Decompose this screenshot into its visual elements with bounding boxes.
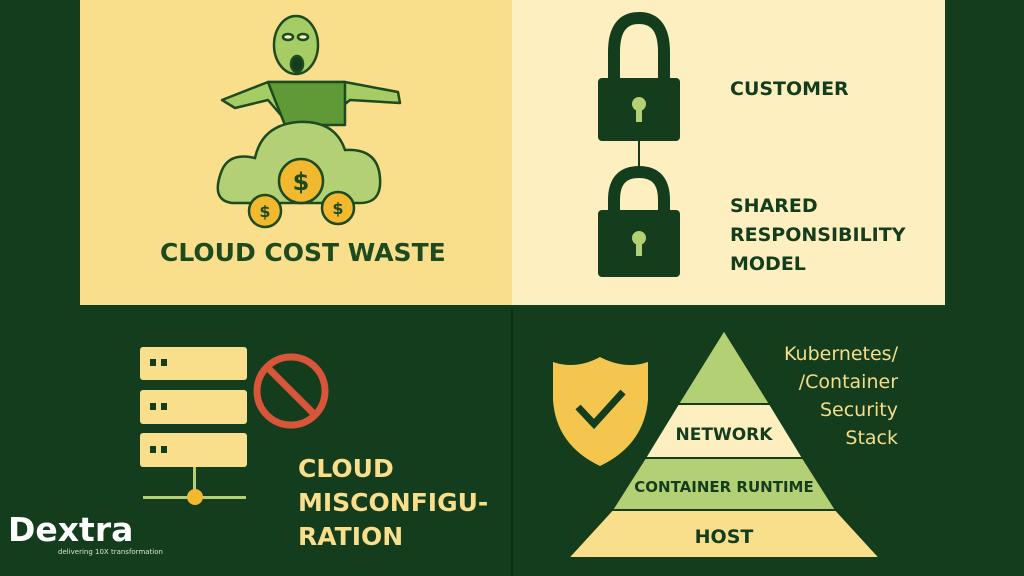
label-line: MODEL <box>730 253 806 275</box>
coin-symbol: $ <box>259 202 270 221</box>
padlock-icon <box>598 11 680 141</box>
dollar-coin-icon <box>247 157 356 229</box>
prohibited-icon <box>253 353 329 429</box>
padlock-icon <box>598 165 680 277</box>
brand-tagline: delivering 10X transformation <box>58 548 163 556</box>
misconfiguration-title: CLOUD MISCONFIGU- RATION <box>298 452 488 554</box>
title-line: /Container <box>798 371 898 393</box>
title-line: Security <box>819 399 898 421</box>
brand-logo: Dextra delivering 10X transformation <box>8 510 163 557</box>
title-line: RATION <box>298 522 404 551</box>
brand-name: Dextra <box>8 510 134 549</box>
title-line: CLOUD <box>298 454 394 483</box>
panel-divider <box>511 308 513 576</box>
security-pyramid <box>565 328 883 559</box>
pyramid-top <box>676 328 772 405</box>
title-line: Kubernetes/ <box>784 343 898 365</box>
customer-label: CUSTOMER <box>730 78 849 100</box>
layer-label-runtime: CONTAINER RUNTIME <box>634 478 813 496</box>
title-line: Stack <box>845 427 898 449</box>
cost-waste-title: CLOUD COST WASTE <box>160 238 446 267</box>
label-line: RESPONSIBILITY <box>730 224 906 246</box>
label-line: SHARED <box>730 195 818 217</box>
server-stack-icon <box>140 347 247 505</box>
shared-responsibility-panel <box>512 0 945 305</box>
layer-label-host: HOST <box>695 526 754 548</box>
shared-responsibility-label: SHARED RESPONSIBILITY MODEL <box>730 192 905 279</box>
title-line: MISCONFIGU- <box>298 488 489 517</box>
pyramid-layer-host <box>565 509 883 559</box>
k8s-stack-title: Kubernetes/ /Container Security Stack <box>784 340 898 452</box>
zombie-icon <box>220 14 402 127</box>
shield-check-icon <box>553 357 648 466</box>
coin-symbol: $ <box>293 168 310 196</box>
layer-label-network: NETWORK <box>676 425 774 445</box>
coin-symbol: $ <box>332 199 343 218</box>
